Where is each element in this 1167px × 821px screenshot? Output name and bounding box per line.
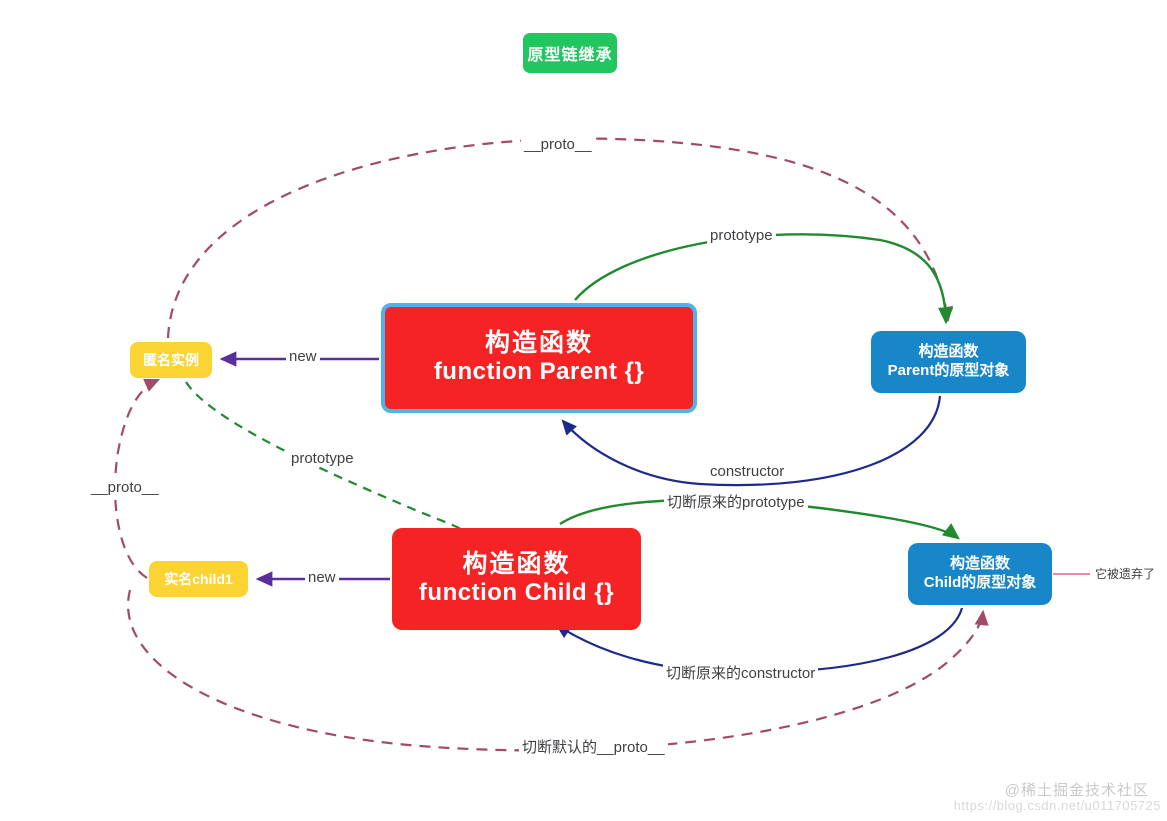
node-anonymous-instance[interactable]: 匿名实例 [130,342,212,378]
node-child-prototype-line1: 构造函数 [949,555,1010,573]
node-parent-prototype-object[interactable]: 构造函数 Parent的原型对象 [871,331,1026,393]
watermark-community: @稀土掘金技术社区 [1004,782,1149,799]
node-parent-prototype-line1: 构造函数 [918,343,979,361]
edge-label-cut-default-proto: 切断默认的__proto__ [519,736,668,757]
edge-cut-default-proto [127,589,989,752]
edge-proto-left [113,378,161,579]
edge-constructor-parent [561,395,942,487]
node-named-instance-label: 实名child1 [164,571,233,587]
edge-label-prototype-parent: prototype [707,227,776,244]
node-child-constructor-line2: function Child {} [418,578,615,606]
watermark-url: https://blog.csdn.net/u011705725 [953,798,1161,813]
edge-label-proto-top: __proto__ [521,136,595,153]
node-child-prototype-object[interactable]: 构造函数 Child的原型对象 [908,543,1052,605]
edge-label-cut-prototype: 切断原来的prototype [664,491,808,512]
diagram-title-badge[interactable]: 原型链继承 [523,33,617,73]
node-parent-constructor-line2: function Parent {} [433,357,645,385]
node-child-prototype-line2: Child的原型对象 [923,574,1037,591]
edge-label-cut-constructor: 切断原来的constructor [663,662,819,683]
node-child-constructor-line1: 构造函数 [462,550,571,579]
edge-prototype-parent [574,233,954,325]
node-named-instance[interactable]: 实名child1 [149,561,248,597]
annotation-abandoned: 它被遗弃了 [1095,567,1156,581]
diagram-title-text: 原型链继承 [527,47,613,64]
edge-prototype-child-dashed [185,381,471,536]
node-parent-constructor-line1: 构造函数 [484,329,593,358]
edge-label-constructor-parent: constructor [707,463,788,480]
node-child-constructor[interactable]: 构造函数 function Child {} [392,528,641,630]
node-anonymous-instance-label: 匿名实例 [143,352,199,368]
node-parent-constructor[interactable]: 构造函数 function Parent {} [381,303,697,413]
edge-label-proto-left: __proto__ [88,479,162,496]
edge-label-new-child: new [305,569,339,586]
edge-label-new-parent: new [286,348,320,365]
edge-label-prototype-child-dashed: prototype [288,450,357,467]
node-parent-prototype-line2: Parent的原型对象 [887,362,1010,379]
